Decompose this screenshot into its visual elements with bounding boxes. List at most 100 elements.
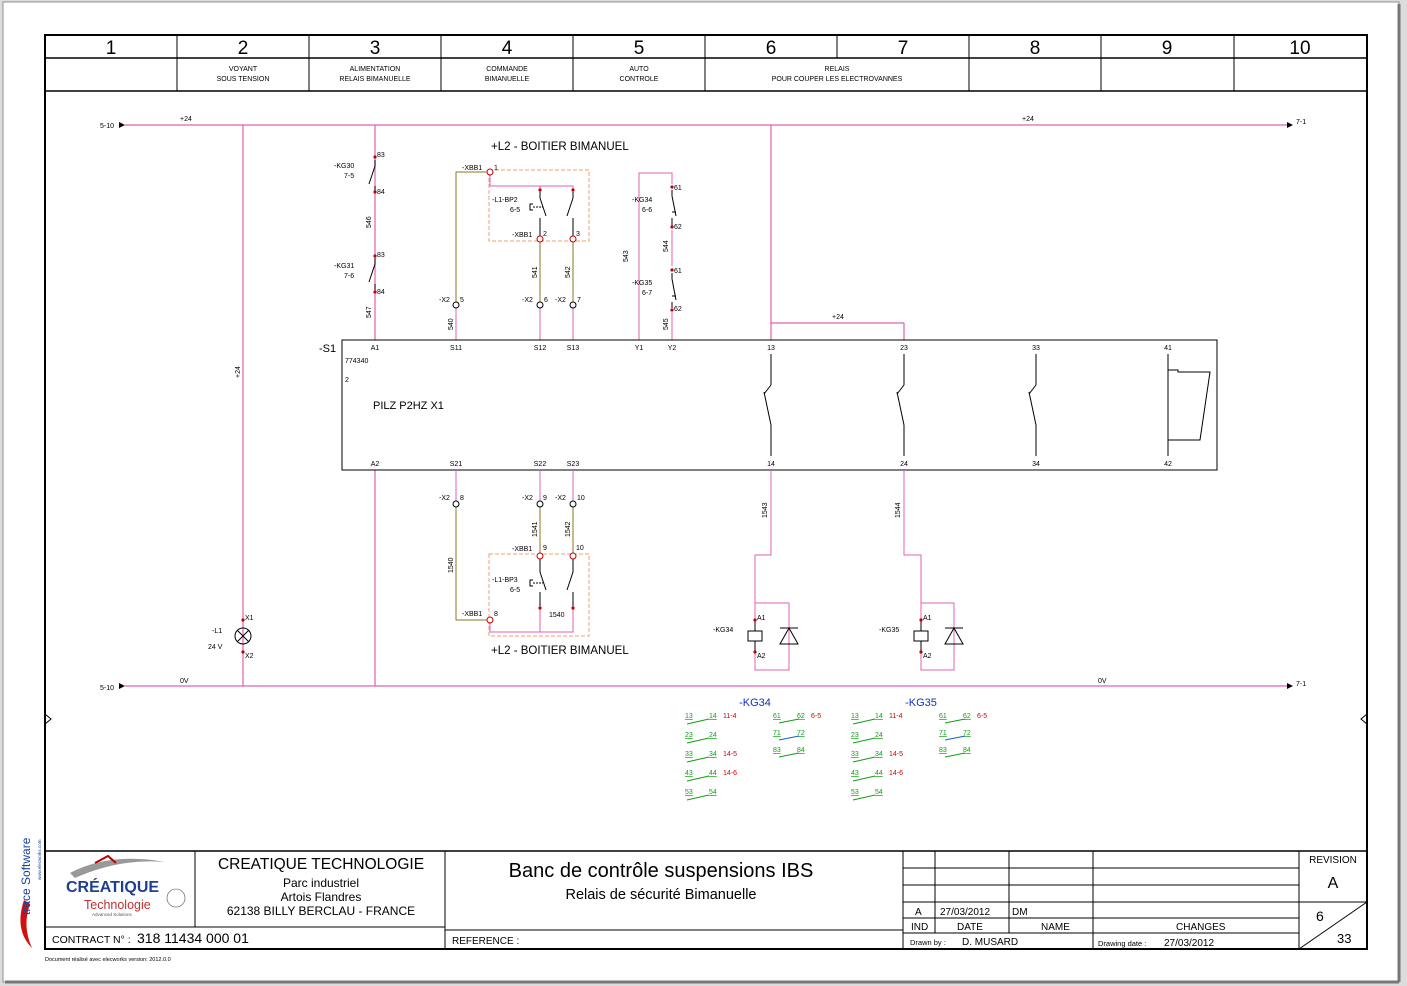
xbb1-bot-tag-b: -XBB1 bbox=[462, 611, 482, 618]
wire-540: 540 bbox=[448, 318, 455, 330]
contact-nc-a: 61 bbox=[773, 713, 781, 720]
contact-no-b: 14 bbox=[709, 713, 717, 720]
lamp-x2: X2 bbox=[245, 653, 254, 660]
contact-stroke bbox=[852, 756, 876, 763]
column-title-5: CONTROLE bbox=[620, 76, 659, 83]
xbb1-top-pin-1: 1 bbox=[494, 165, 498, 172]
page-total: 33 bbox=[1337, 931, 1351, 946]
kg31-ref: 7-6 bbox=[344, 273, 354, 280]
contact-nc-b: 84 bbox=[797, 747, 805, 754]
company-address-1: Parc industriel bbox=[283, 876, 359, 890]
contact-stroke bbox=[686, 737, 710, 744]
col-7-number: 7 bbox=[898, 38, 909, 59]
wire-545: 545 bbox=[663, 318, 670, 330]
wire-541: 541 bbox=[532, 266, 539, 278]
pin-top-a1: A1 bbox=[371, 345, 380, 352]
drawn-label: Drawn by : bbox=[910, 938, 946, 947]
footer-note: Document réalisé avec elecworks version:… bbox=[45, 957, 171, 963]
contact-table-title: -KG34 bbox=[739, 697, 771, 709]
contact-no-a: 23 bbox=[851, 732, 859, 739]
contact-nc-b: 62 bbox=[963, 713, 971, 720]
contact-no-b: 34 bbox=[875, 751, 883, 758]
contact-ref: 11-4 bbox=[889, 713, 903, 720]
contact-nc-b: 72 bbox=[797, 730, 805, 737]
x2-top-pin-7: 7 bbox=[577, 297, 581, 304]
module-model: PILZ P2HZ X1 bbox=[373, 400, 444, 412]
col-3-number: 3 bbox=[370, 38, 381, 59]
contact-no-b: 34 bbox=[709, 751, 717, 758]
coil34-a2: A2 bbox=[757, 653, 766, 660]
bp3-tag: -L1-BP3 bbox=[492, 577, 518, 584]
kg35-contact-p2: 62 bbox=[674, 306, 682, 313]
contact-stroke bbox=[778, 718, 800, 724]
rail-top-right-ref: 7-1 bbox=[1296, 119, 1306, 126]
company-name: CREATIQUE TECHNOLOGIE bbox=[218, 856, 424, 873]
creatique-logo: CRÉATIQUE Technologie Advanced Solutions bbox=[66, 854, 186, 917]
company-address-2: Artois Flandres bbox=[281, 890, 362, 904]
x2-bot-tag-c: -X2 bbox=[555, 495, 566, 502]
coil35-tag: -KG35 bbox=[879, 627, 899, 634]
coil34-tag: -KG34 bbox=[713, 627, 733, 634]
pin-top-41: 41 bbox=[1164, 345, 1172, 352]
pilz-module bbox=[341, 339, 1218, 471]
xbb1-top-tag-b: -XBB1 bbox=[512, 232, 532, 239]
contact-ref: 14-5 bbox=[889, 751, 903, 758]
contact-no-b: 24 bbox=[709, 732, 717, 739]
rail-bottom-right-ref: 7-1 bbox=[1296, 681, 1306, 688]
col-10-number: 10 bbox=[1289, 38, 1310, 59]
contact-stroke bbox=[852, 737, 876, 744]
contact-stroke bbox=[944, 718, 966, 724]
pin-bot-14: 14 bbox=[767, 461, 775, 468]
pin-bot-24: 24 bbox=[900, 461, 908, 468]
head-changes: CHANGES bbox=[1176, 922, 1226, 933]
coil35-a2: A2 bbox=[923, 653, 932, 660]
module-mark: 2 bbox=[345, 377, 349, 384]
coil35-a1: A1 bbox=[923, 615, 932, 622]
rev-row-ind: A bbox=[915, 907, 922, 918]
kg35-contact-ref: 6-7 bbox=[642, 290, 652, 297]
brand-url: www.elecworks.com bbox=[37, 839, 42, 880]
contact-stroke bbox=[944, 752, 966, 758]
contact-no-a: 43 bbox=[685, 770, 693, 777]
boitier-bottom-label: +L2 - BOITIER BIMANUEL bbox=[491, 645, 629, 657]
contact-no-a: 13 bbox=[685, 713, 693, 720]
xbb1-bot-tag-a: -XBB1 bbox=[512, 546, 532, 553]
kg30-ref: 7-5 bbox=[344, 173, 354, 180]
pin-top-23: 23 bbox=[900, 345, 908, 352]
revision-value: A bbox=[1328, 875, 1339, 892]
contact-ref: 6-5 bbox=[811, 713, 821, 720]
bp3-ref: 6-5 bbox=[510, 587, 520, 594]
contact-nc-b: 62 bbox=[797, 713, 805, 720]
bp2-ref: 6-5 bbox=[510, 207, 520, 214]
xbb1-bot-pin-10: 10 bbox=[576, 545, 584, 552]
col-2-number: 2 bbox=[238, 38, 249, 59]
contact-no-a: 53 bbox=[851, 789, 859, 796]
rail-top-left-ref: 5-10 bbox=[100, 123, 114, 130]
drawing-title: Banc de contrôle suspensions IBS bbox=[509, 860, 814, 882]
contact-stroke bbox=[686, 794, 710, 801]
contract-value: 318 11434 000 01 bbox=[137, 930, 249, 946]
kg34-contact-ref: 6-6 bbox=[642, 207, 652, 214]
pin-bot-s23: S23 bbox=[567, 461, 580, 468]
contact-no-a: 43 bbox=[851, 770, 859, 777]
company-address-3: 62138 BILLY BERCLAU - FRANCE bbox=[227, 904, 415, 918]
pin-top-s12: S12 bbox=[534, 345, 547, 352]
contact-stroke bbox=[686, 756, 710, 763]
contact-table-title: -KG35 bbox=[905, 697, 937, 709]
head-ind: IND bbox=[911, 922, 928, 933]
contact-no-b: 14 bbox=[875, 713, 883, 720]
contact-no-a: 13 bbox=[851, 713, 859, 720]
contact-no-a: 23 bbox=[685, 732, 693, 739]
x2-top-tag-a: -X2 bbox=[439, 297, 450, 304]
x2-bot-pin-9: 9 bbox=[543, 495, 547, 502]
pin-top-y2: Y2 bbox=[668, 345, 677, 352]
kg34-contact-tag: -KG34 bbox=[632, 197, 652, 204]
x2-bot-tag-a: -X2 bbox=[439, 495, 450, 502]
kg34-contact-p2: 62 bbox=[674, 224, 682, 231]
pin-bot-a2: A2 bbox=[371, 461, 380, 468]
rev-row-name: DM bbox=[1012, 907, 1028, 918]
pin-top-y1: Y1 bbox=[635, 345, 644, 352]
lamp-tag: -L1 bbox=[212, 628, 222, 635]
